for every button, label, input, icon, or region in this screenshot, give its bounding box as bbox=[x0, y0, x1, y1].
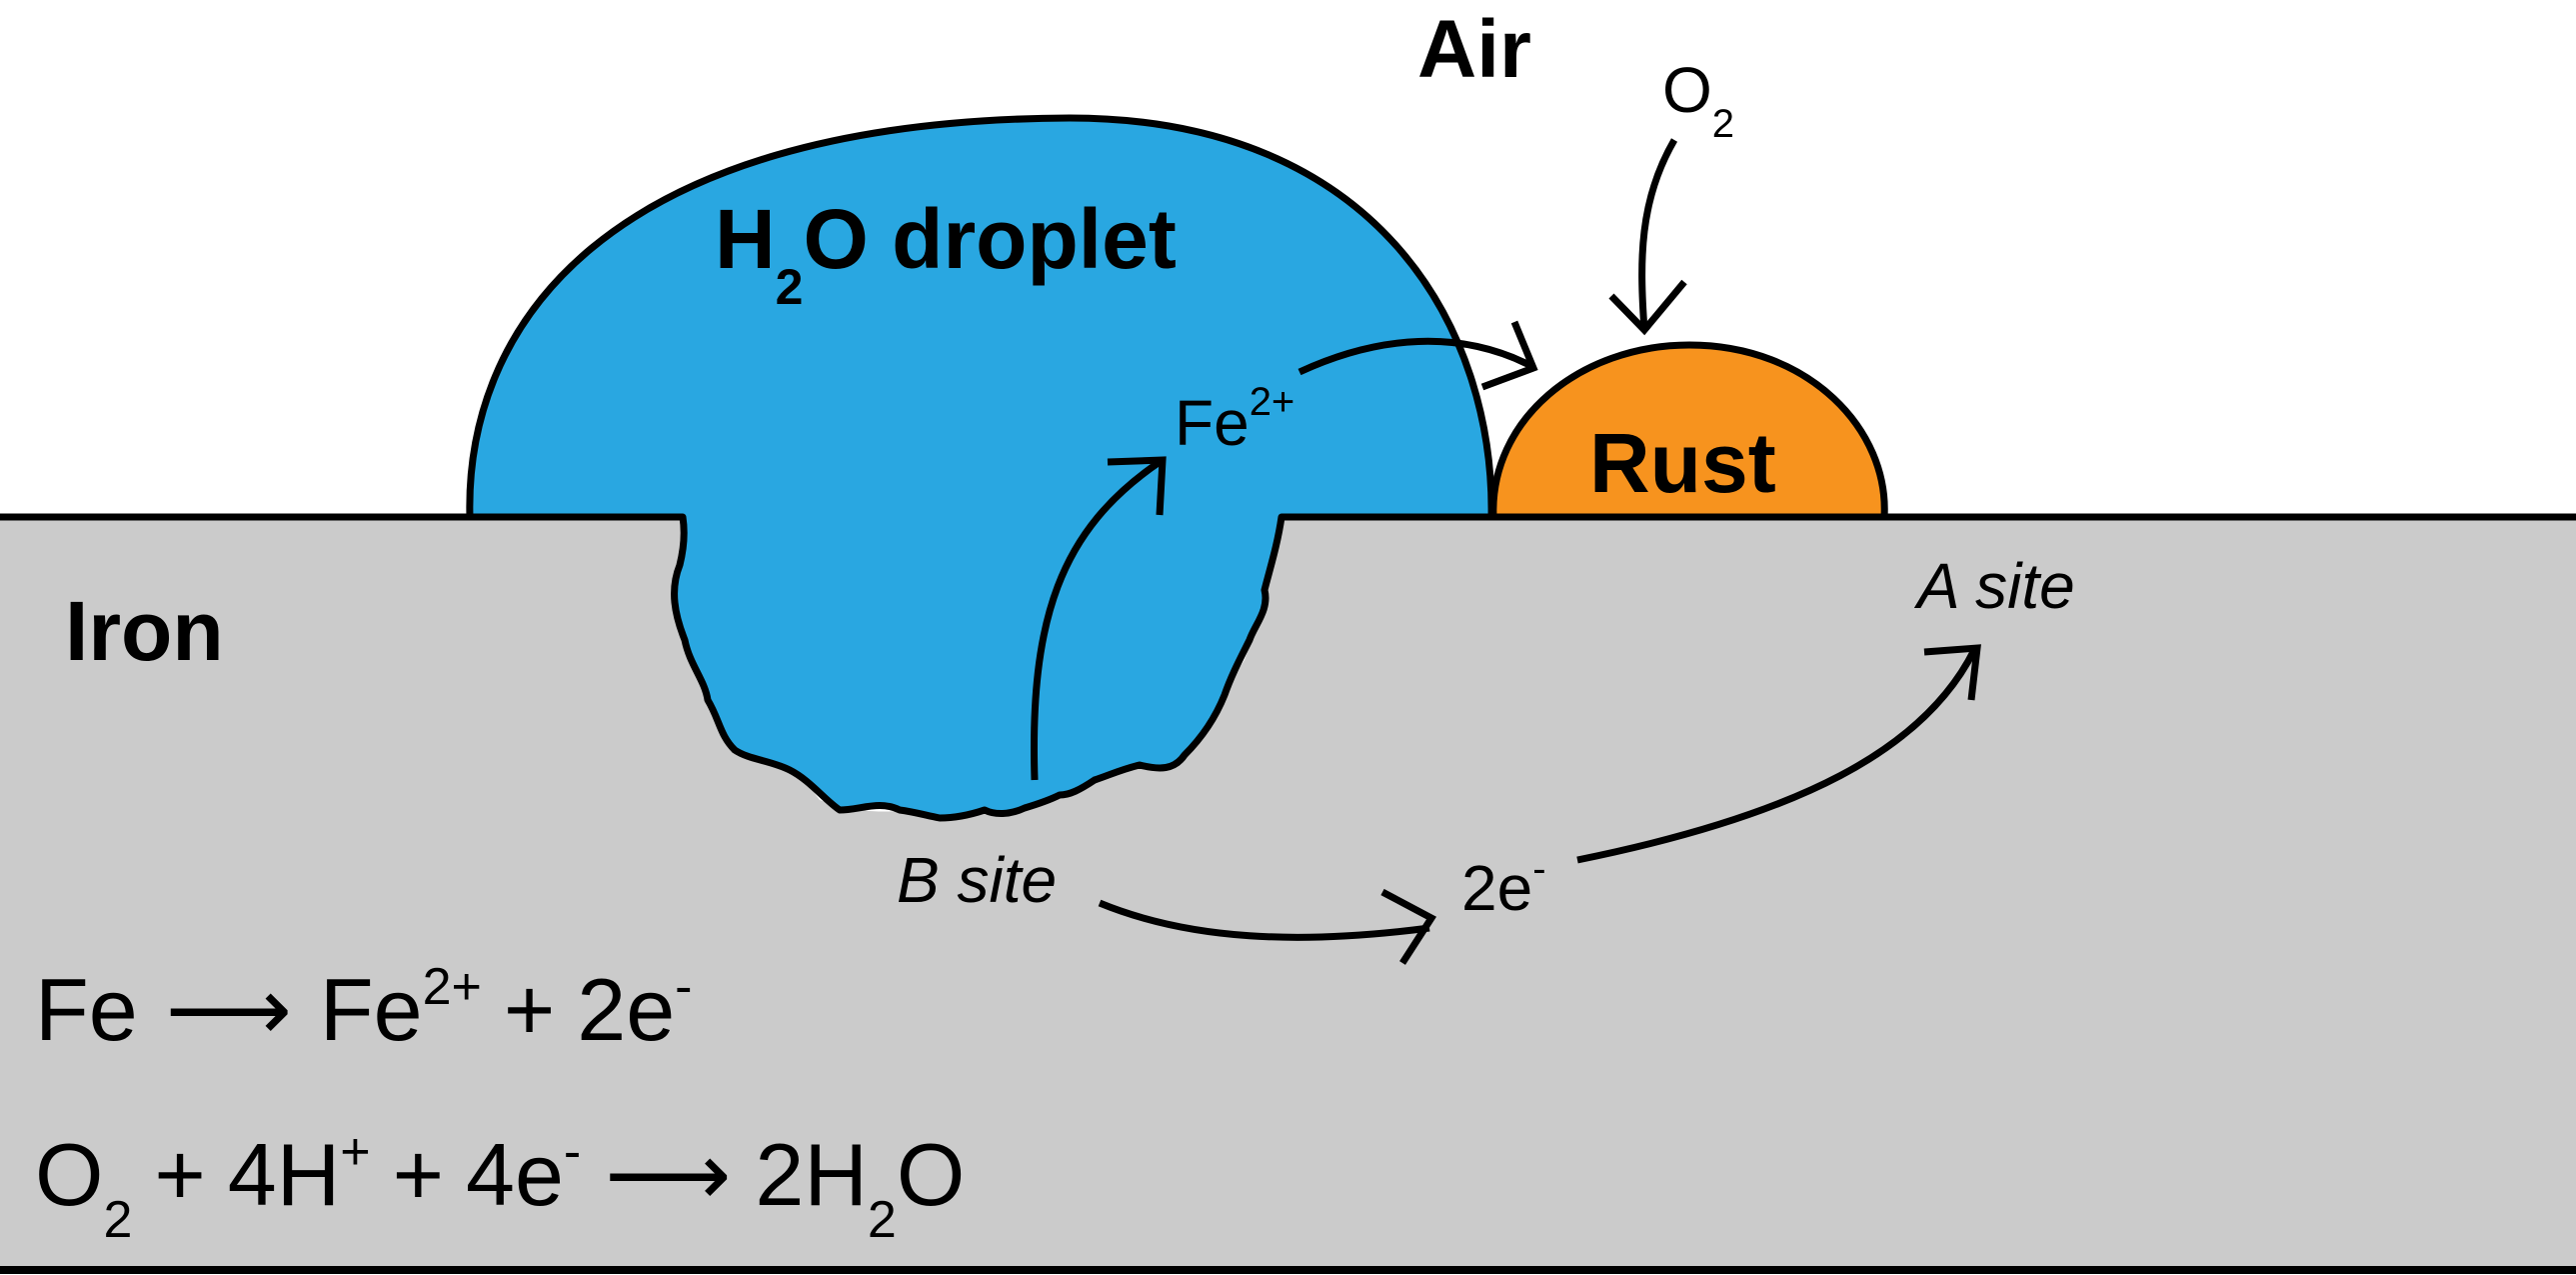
water-droplet bbox=[466, 114, 1495, 822]
o2-label: O2 bbox=[1662, 54, 1734, 146]
a-site-label: A site bbox=[1913, 550, 2075, 622]
b-site-label: B site bbox=[897, 844, 1057, 916]
electron-flow-arrow-1-head bbox=[1380, 888, 1437, 965]
oxidation-equation: Fe⟶Fe2++2e- bbox=[35, 958, 692, 1059]
electron-flow-arrow-2-head bbox=[1923, 644, 1981, 701]
droplet-label: H2O droplet bbox=[715, 192, 1177, 315]
electrons-label: 2e- bbox=[1461, 847, 1546, 924]
fe-to-rust-arrowhead bbox=[1480, 320, 1538, 391]
rust-deposit bbox=[1489, 341, 1888, 521]
electron-flow-arrow-2 bbox=[1576, 648, 1978, 864]
fe-ion-label: Fe2+ bbox=[1175, 380, 1294, 459]
fe-to-rust-arrow bbox=[1297, 337, 1531, 376]
o2-arrow bbox=[1638, 138, 1678, 331]
iron-block bbox=[0, 517, 2576, 1272]
rust-label: Rust bbox=[1589, 416, 1776, 510]
iron-label: Iron bbox=[65, 584, 224, 678]
o2-arrowhead bbox=[1608, 279, 1687, 336]
electron-flow-arrow-1 bbox=[1098, 899, 1430, 941]
fe-dissolution-arrow bbox=[1031, 459, 1162, 781]
reduction-equation: O2+4H++4e-⟶2H2O bbox=[35, 1123, 965, 1249]
fe-dissolution-arrowhead bbox=[1107, 456, 1167, 516]
air-label: Air bbox=[1417, 4, 1531, 95]
